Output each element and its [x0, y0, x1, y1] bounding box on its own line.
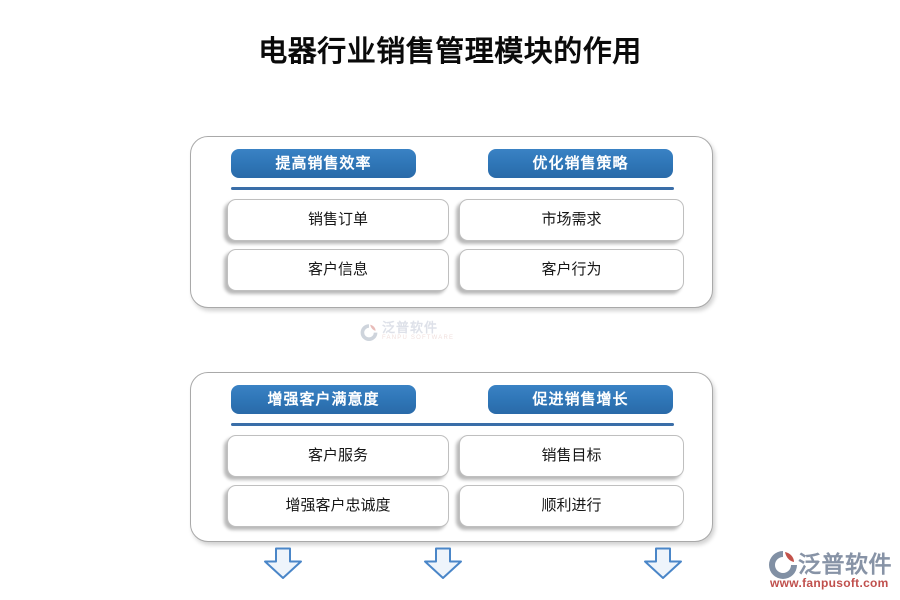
benefit-panel-2: 增强客户满意度 促进销售增长 客户服务 销售目标 增强客户忠诚度 顺利进行 — [190, 372, 713, 542]
watermark-subtitle: FANPU SOFTWARE — [382, 335, 455, 341]
divider-line — [231, 187, 674, 190]
fanpu-logo-icon — [769, 551, 797, 579]
item-box-customer-loyalty: 增强客户忠诚度 — [227, 485, 449, 527]
footer-url: www.fanpusoft.com — [770, 576, 889, 590]
header-pill-customer-satisfaction: 增强客户满意度 — [231, 385, 416, 414]
header-pill-improve-efficiency: 提高销售效率 — [231, 149, 416, 178]
watermark: 泛普软件 FANPU SOFTWARE — [360, 321, 454, 342]
footer-brand: 泛普软件 www.fanpusoft.com — [768, 549, 900, 590]
item-box-customer-behavior: 客户行为 — [459, 249, 684, 291]
item-box-customer-info: 客户信息 — [227, 249, 449, 291]
divider-line — [231, 423, 674, 426]
item-box-proceed-smoothly: 顺利进行 — [459, 485, 684, 527]
footer-brand-text: 泛普软件 — [798, 551, 892, 577]
item-box-customer-service: 客户服务 — [227, 435, 449, 477]
header-pill-optimize-strategy: 优化销售策略 — [488, 149, 673, 178]
item-box-sales-orders: 销售订单 — [227, 199, 449, 241]
item-box-sales-target: 销售目标 — [459, 435, 684, 477]
benefit-panel-1: 提高销售效率 优化销售策略 销售订单 市场需求 客户信息 客户行为 — [190, 136, 713, 308]
down-arrow-icon-2 — [424, 547, 462, 579]
page-title: 电器行业销售管理模块的作用 — [258, 36, 642, 68]
down-arrow-icon-1 — [264, 547, 302, 579]
header-pill-sales-growth: 促进销售增长 — [488, 385, 673, 414]
watermark-brand-text: 泛普软件 — [382, 320, 439, 335]
fanpu-logo-icon — [360, 324, 378, 341]
item-box-market-demand: 市场需求 — [459, 199, 684, 241]
down-arrow-icon-3 — [644, 547, 682, 579]
